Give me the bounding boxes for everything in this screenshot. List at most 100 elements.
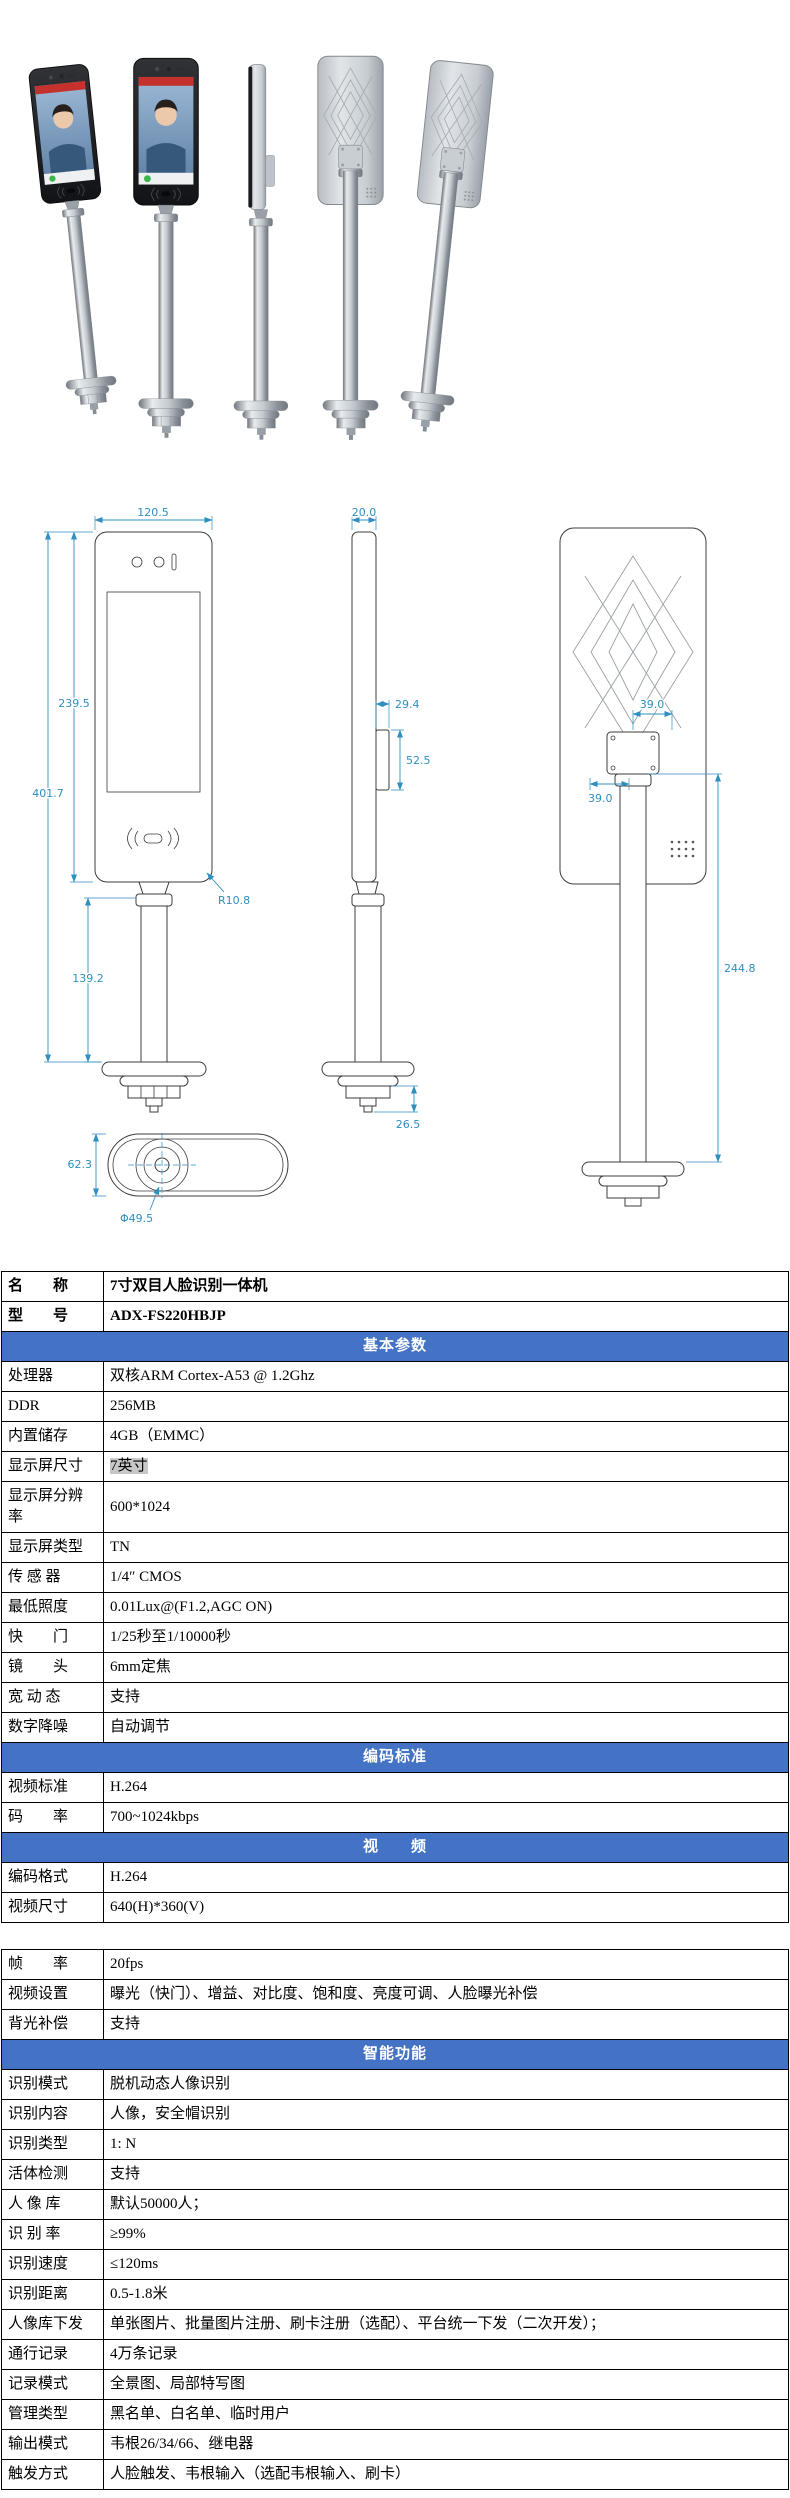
highlighted-value: 7英寸 <box>110 1458 148 1474</box>
spec-value: 640(H)*360(V) <box>103 1892 789 1923</box>
section-header: 视 频 <box>1 1832 789 1863</box>
spec-value: ≤120ms <box>103 2249 789 2280</box>
spec-value: 20fps <box>103 1949 789 1980</box>
spec-label: 型 号 <box>1 1301 104 1332</box>
spec-row: 显示屏尺寸 7英寸 <box>1 1451 789 1482</box>
spec-label: 识别速度 <box>1 2249 104 2280</box>
spec-label: 镜 头 <box>1 1652 104 1683</box>
dim-base-pole-diameter: Φ49.5 <box>120 1212 153 1225</box>
spec-label: 人 像 库 <box>1 2189 104 2220</box>
spec-value: 支持 <box>103 2009 789 2040</box>
dim-back-pole-length: 244.8 <box>724 962 756 975</box>
spec-value: 256MB <box>103 1391 789 1422</box>
dim-front-panel-height: 239.5 <box>58 697 90 710</box>
spec-value: 自动调节 <box>103 1712 789 1743</box>
product-photo-back <box>317 55 384 441</box>
spec-value: 7寸双目人脸识别一体机 <box>103 1271 789 1302</box>
spec-value: TN <box>103 1532 789 1563</box>
dim-front-width: 120.5 <box>137 506 169 519</box>
spec-label: 通行记录 <box>1 2339 104 2370</box>
spec-label: 记录模式 <box>1 2369 104 2400</box>
spec-label: 显示屏分辨率 <box>1 1481 104 1533</box>
spec-label: 名 称 <box>1 1271 104 1302</box>
dim-front-corner-radius: R10.8 <box>218 894 250 907</box>
section-header: 基本参数 <box>1 1331 789 1362</box>
spec-label: 编码格式 <box>1 1862 104 1893</box>
spec-value: ≥99% <box>103 2219 789 2250</box>
spec-label: 传 感 器 <box>1 1562 104 1593</box>
spec-label: 显示屏尺寸 <box>1 1451 104 1482</box>
dim-front-pole-height: 139.2 <box>72 972 104 985</box>
spec-value: 支持 <box>103 1682 789 1713</box>
dim-back-offset-top: 39.0 <box>640 698 665 711</box>
side-view-drawing: 20.0 29.4 52.5 26.5 <box>321 505 432 1133</box>
spec-label: 识别内容 <box>1 2099 104 2130</box>
spec-label: 识别类型 <box>1 2129 104 2160</box>
back-view-drawing: 39.0 39.0 244.8 <box>559 527 757 1207</box>
spec-row: 背光补偿支持 <box>1 2009 789 2040</box>
product-photos <box>0 0 790 488</box>
section-header: 智能功能 <box>1 2039 789 2070</box>
spec-label: 识别距离 <box>1 2279 104 2310</box>
spec-value: 单张图片、批量图片注册、刷卡注册（选配）、平台统一下发（二次开发）； <box>103 2309 789 2340</box>
spec-label: 内置储存 <box>1 1421 104 1452</box>
spec-row: 处理器双核ARM Cortex-A53 @ 1.2Ghz <box>1 1361 789 1392</box>
dim-side-depth: 20.0 <box>352 506 377 519</box>
product-photo-front <box>133 57 199 439</box>
spec-label: DDR <box>1 1391 104 1422</box>
spec-value: 0.5-1.8米 <box>103 2279 789 2310</box>
spec-value: 0.01Lux@(F1.2,AGC ON) <box>103 1592 789 1623</box>
spec-value: 4万条记录 <box>103 2339 789 2370</box>
spec-value: 人像，安全帽识别 <box>103 2099 789 2130</box>
spec-label: 管理类型 <box>1 2399 104 2430</box>
dim-base-height: 62.3 <box>68 1158 93 1171</box>
spec-value: 4GB（EMMC） <box>103 1421 789 1452</box>
spec-row: 识别速度≤120ms <box>1 2249 789 2280</box>
spec-value: H.264 <box>103 1862 789 1893</box>
spec-row: 人像库下发单张图片、批量图片注册、刷卡注册（选配）、平台统一下发（二次开发）； <box>1 2309 789 2340</box>
spec-row: 视频设置曝光（快门）、增益、对比度、饱和度、亮度可调、人脸曝光补偿 <box>1 1979 789 2010</box>
spec-row: 数字降噪自动调节 <box>1 1712 789 1743</box>
spec-value: ADX-FS220HBJP <box>103 1301 789 1332</box>
spec-row: 识别内容人像，安全帽识别 <box>1 2099 789 2130</box>
spec-label: 数字降噪 <box>1 1712 104 1743</box>
spec-value: 700~1024kbps <box>103 1802 789 1833</box>
section-header-row: 基本参数 <box>1 1331 789 1362</box>
spec-label: 视频标准 <box>1 1772 104 1803</box>
spec-row: 识别模式脱机动态人像识别 <box>1 2069 789 2100</box>
spec-label: 输出模式 <box>1 2429 104 2460</box>
spec-value: 脱机动态人像识别 <box>103 2069 789 2100</box>
section-header-row: 编码标准 <box>1 1742 789 1773</box>
spec-row: 活体检测支持 <box>1 2159 789 2190</box>
product-photo-side <box>233 64 288 441</box>
spec-value: 1: N <box>103 2129 789 2160</box>
dim-side-bracket-depth: 29.4 <box>395 698 420 711</box>
spec-row: 识 别 率≥99% <box>1 2219 789 2250</box>
section-header-row: 视 频 <box>1 1832 789 1863</box>
spec-label: 码 率 <box>1 1802 104 1833</box>
dimension-drawings: 120.5 239.5 401.7 139.2 R10.8 <box>0 492 790 1257</box>
spec-label: 帧 率 <box>1 1949 104 1980</box>
spec-label: 最低照度 <box>1 1592 104 1623</box>
spec-label: 视频尺寸 <box>1 1892 104 1923</box>
dim-side-base-bottom: 26.5 <box>396 1118 421 1131</box>
spec-label: 识别模式 <box>1 2069 104 2100</box>
spec-label: 视频设置 <box>1 1979 104 2010</box>
spec-value: 支持 <box>103 2159 789 2190</box>
spec-row: 人 像 库默认50000人； <box>1 2189 789 2220</box>
